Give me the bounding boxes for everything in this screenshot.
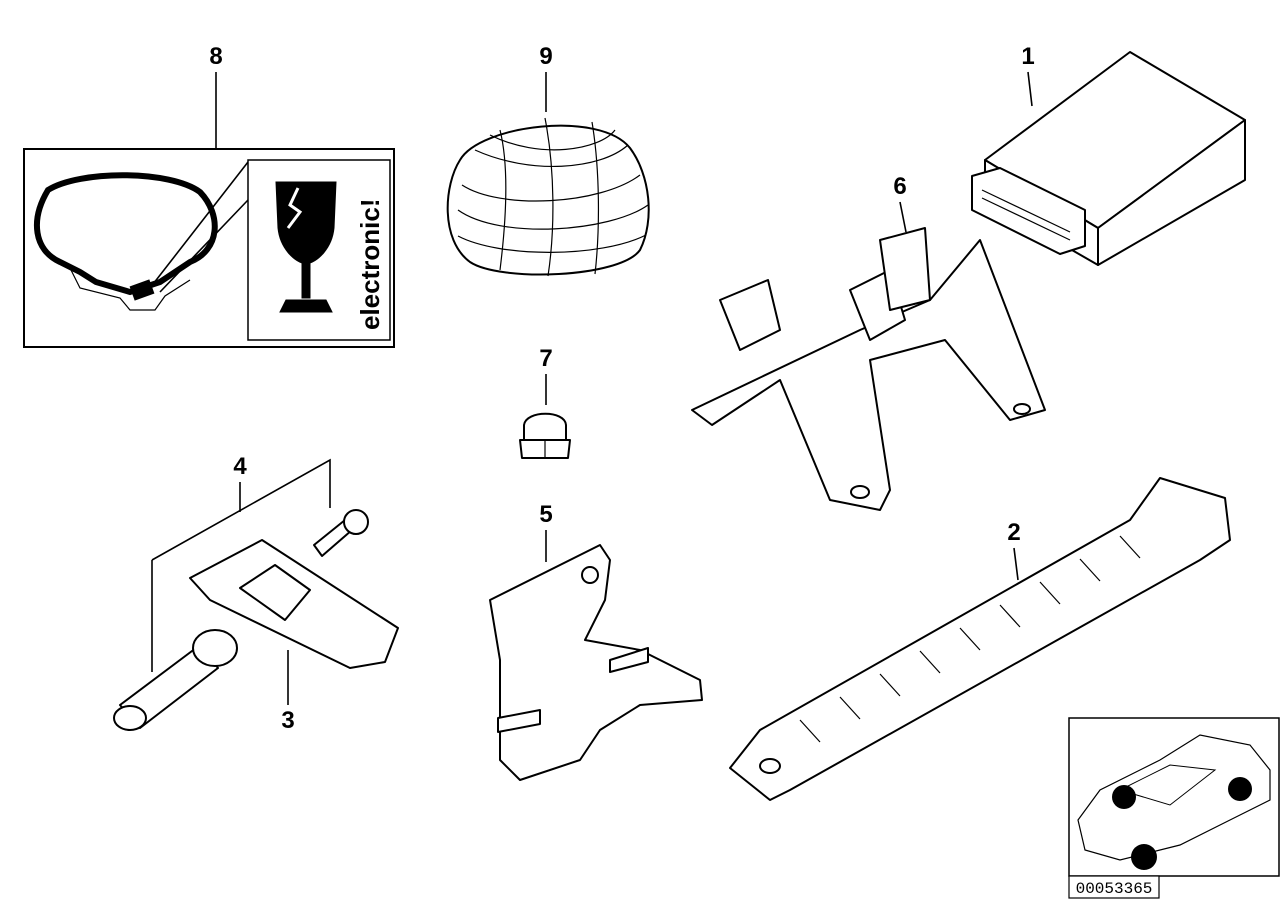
callout-1: 1 [1021,43,1034,70]
part-3-sensor [189,539,399,669]
warning-label-text: electronic! [355,199,385,331]
part-5-clip-plate: 5 [489,501,703,781]
part-1-control-unit: 1 [971,43,1246,266]
callout-3: 3 [281,707,294,734]
car-location-thumbnail [1068,717,1280,877]
valve-stem-icon [113,629,238,731]
part-9-cover: 9 [446,43,650,277]
reference-number-box: 00053365 [1068,875,1160,899]
part-8-warning-label: 8 electronic! [23,43,395,348]
wheel-marker-rear-right [1228,777,1252,801]
wheel-marker-front-right [1131,844,1157,870]
reference-number: 00053365 [1076,880,1153,898]
wheel-marker-front-left [1112,785,1136,809]
callout-8: 8 [209,43,222,70]
part-4-valve-kit: 4 3 [113,453,399,734]
fragile-glass-icon [275,181,337,313]
callout-5: 5 [539,501,552,528]
part-6-bracket: 6 [691,173,1046,511]
part-7-cap-nut: 7 [519,345,571,459]
tire-section-icon [33,161,249,311]
part-2-strap: 2 [729,477,1231,801]
callout-4: 4 [233,453,247,480]
callout-7: 7 [539,345,552,372]
screw-icon [313,509,369,557]
callout-2: 2 [1007,519,1020,546]
callout-6: 6 [893,173,906,200]
callout-9: 9 [539,43,552,70]
